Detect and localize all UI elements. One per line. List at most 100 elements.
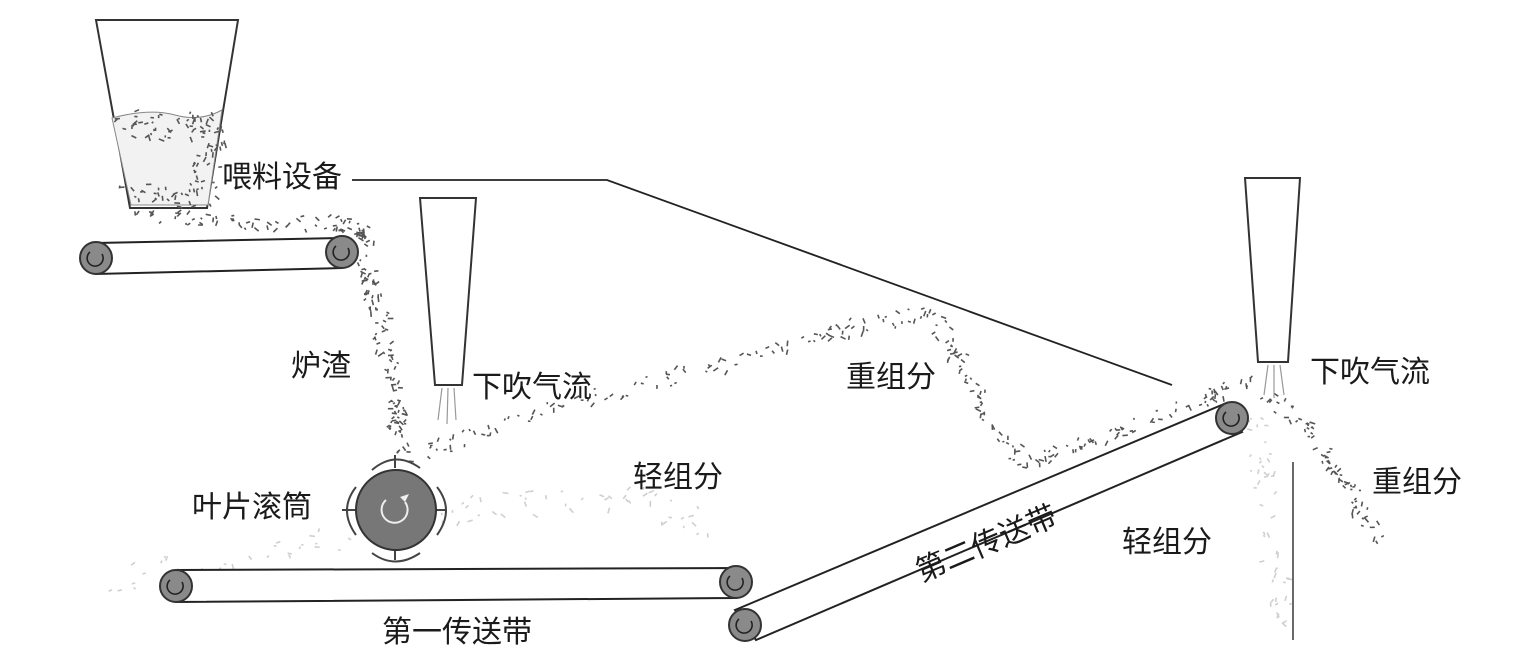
particle bbox=[467, 519, 473, 523]
particle bbox=[427, 455, 431, 460]
particle bbox=[191, 204, 197, 208]
particle bbox=[194, 117, 196, 122]
particle bbox=[213, 130, 220, 134]
particle bbox=[739, 352, 744, 357]
particle bbox=[960, 358, 966, 364]
particle bbox=[625, 394, 629, 397]
particle bbox=[1256, 424, 1259, 428]
particle bbox=[1211, 390, 1214, 395]
particle bbox=[1360, 524, 1364, 527]
light-fraction-label-2: 轻组分 bbox=[1122, 525, 1212, 560]
particle bbox=[486, 434, 490, 437]
particle bbox=[196, 115, 200, 118]
particle bbox=[314, 224, 318, 228]
particle bbox=[201, 136, 205, 138]
particle bbox=[156, 192, 160, 197]
particle bbox=[266, 554, 270, 559]
particle bbox=[304, 228, 308, 233]
particle bbox=[1351, 513, 1354, 519]
particle bbox=[682, 368, 687, 374]
particle bbox=[774, 342, 780, 347]
particle bbox=[166, 198, 170, 202]
particle bbox=[1259, 560, 1265, 563]
particle bbox=[360, 272, 364, 278]
particle bbox=[503, 418, 506, 421]
particle bbox=[215, 215, 218, 220]
particle bbox=[174, 202, 181, 204]
particle bbox=[117, 589, 122, 592]
particle bbox=[338, 549, 341, 551]
particle bbox=[673, 365, 679, 371]
particle bbox=[114, 117, 120, 120]
particle bbox=[721, 358, 727, 362]
first-belt-roller-left bbox=[159, 569, 193, 603]
particle bbox=[608, 495, 613, 500]
particle bbox=[1262, 531, 1266, 536]
particle bbox=[487, 424, 491, 430]
particle bbox=[381, 325, 385, 330]
particle bbox=[243, 227, 247, 231]
particle bbox=[1044, 455, 1047, 463]
particle bbox=[984, 389, 986, 393]
particle bbox=[1245, 384, 1249, 388]
particle bbox=[231, 214, 235, 217]
particle bbox=[901, 321, 903, 325]
particle bbox=[382, 351, 386, 355]
particle bbox=[449, 438, 452, 441]
particle bbox=[220, 141, 224, 147]
particle bbox=[192, 114, 194, 119]
particle bbox=[965, 353, 970, 357]
particle bbox=[680, 516, 685, 520]
particle bbox=[191, 162, 197, 168]
particle bbox=[134, 108, 140, 113]
particle bbox=[1271, 579, 1275, 583]
particle bbox=[954, 354, 960, 359]
particle bbox=[1283, 416, 1290, 419]
particle bbox=[1054, 452, 1059, 458]
particle bbox=[403, 418, 407, 424]
particle bbox=[404, 422, 407, 425]
particle bbox=[1213, 390, 1216, 394]
second-belt-roller-bottom bbox=[728, 608, 762, 642]
particle bbox=[1129, 429, 1134, 433]
particle bbox=[449, 450, 453, 453]
particle bbox=[957, 354, 960, 357]
particle bbox=[1285, 577, 1290, 580]
particle bbox=[1274, 602, 1279, 606]
particle bbox=[1337, 477, 1341, 483]
particle bbox=[231, 217, 234, 222]
particle bbox=[1356, 510, 1361, 515]
particle bbox=[841, 330, 844, 335]
particle bbox=[1273, 568, 1277, 573]
particle bbox=[1281, 619, 1287, 625]
particle bbox=[152, 128, 156, 132]
particle bbox=[428, 442, 433, 445]
particle bbox=[1283, 397, 1287, 402]
particle bbox=[523, 501, 528, 507]
particle bbox=[274, 220, 279, 225]
particle bbox=[1324, 456, 1329, 459]
particle bbox=[138, 121, 144, 124]
particle bbox=[154, 197, 158, 201]
particle bbox=[1198, 403, 1203, 407]
particle bbox=[1376, 520, 1381, 526]
particle bbox=[221, 129, 224, 133]
particle bbox=[389, 349, 393, 352]
particle bbox=[625, 498, 629, 503]
particle bbox=[1358, 489, 1361, 492]
particle bbox=[391, 412, 397, 415]
particle bbox=[151, 198, 157, 203]
first-conveyor-belt bbox=[159, 565, 753, 604]
particle bbox=[691, 521, 697, 527]
particle bbox=[958, 365, 962, 368]
particle bbox=[449, 444, 452, 450]
rotation-arrow-icon bbox=[332, 245, 350, 261]
particle bbox=[196, 188, 199, 191]
particle bbox=[800, 335, 805, 339]
particle bbox=[113, 118, 118, 123]
particle bbox=[212, 217, 215, 223]
particle bbox=[1366, 507, 1369, 510]
downdraft-nozzle-2 bbox=[1243, 177, 1302, 398]
particle bbox=[665, 373, 671, 376]
particle bbox=[974, 406, 980, 409]
